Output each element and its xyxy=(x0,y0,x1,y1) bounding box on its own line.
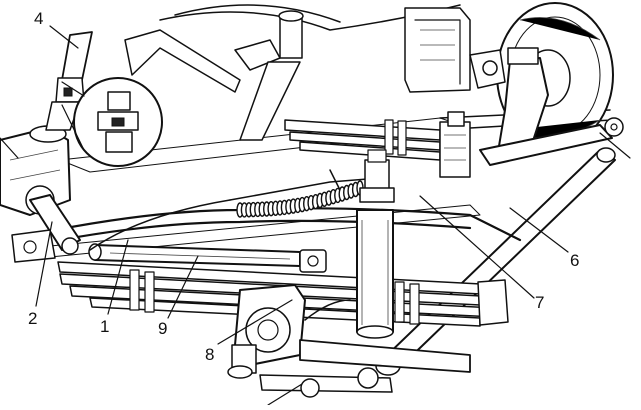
shock-absorber xyxy=(356,149,395,339)
leader-lines xyxy=(0,25,631,406)
callout-6: 6 xyxy=(570,251,579,270)
front-axle-hub xyxy=(227,284,471,398)
steering-gearbox xyxy=(0,125,81,263)
steering-knuckle xyxy=(469,47,624,166)
callout-1: 1 xyxy=(100,317,109,336)
callout-4: 4 xyxy=(34,9,43,28)
upper-shock-mount xyxy=(239,10,304,141)
steering-column xyxy=(45,31,93,131)
callout-labels: 4 2 1 9 8 7 6 xyxy=(28,9,579,364)
frame-bracket xyxy=(404,7,471,93)
callout-7: 7 xyxy=(535,293,544,312)
callout-9: 9 xyxy=(158,319,167,338)
callout-2: 2 xyxy=(28,309,37,328)
power-cylinder xyxy=(88,243,327,273)
callout-8: 8 xyxy=(205,345,214,364)
corrugated-hose xyxy=(236,180,364,218)
leaf-spring-rear xyxy=(284,111,471,178)
cardan-joint-detail xyxy=(61,77,163,167)
